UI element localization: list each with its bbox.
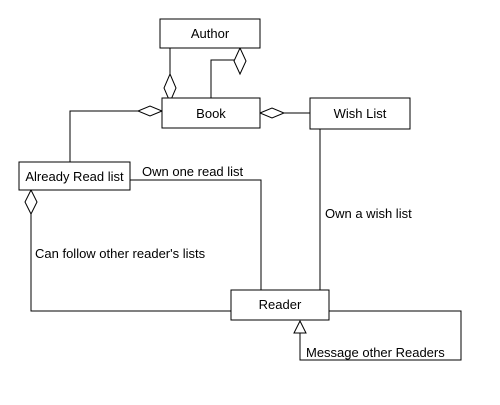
author-book-aggregation <box>163 46 247 104</box>
reader-follow-connector <box>30 190 231 312</box>
class-reader-label: Reader <box>259 297 302 312</box>
class-already-read-list[interactable]: Already Read list <box>18 161 131 191</box>
label-own-wish-list: Own a wish list <box>325 206 412 221</box>
class-author-label: Author <box>191 26 230 41</box>
class-author[interactable]: Author <box>159 18 261 49</box>
class-book-label: Book <box>196 106 226 121</box>
reader-follow-lists-aggregation <box>24 188 231 312</box>
class-wish-list-label: Wish List <box>334 106 387 121</box>
aggregation-diamond-icon <box>24 188 38 216</box>
class-already-read-list-label: Already Read list <box>25 169 124 184</box>
class-reader[interactable]: Reader <box>230 289 330 321</box>
arrowhead-triangle-icon <box>293 319 307 334</box>
book-readlist-aggregation <box>69 105 164 162</box>
label-follow-lists: Can follow other reader's lists <box>35 246 206 261</box>
author-book-connector-right <box>210 48 241 102</box>
class-book[interactable]: Book <box>161 97 261 129</box>
aggregation-diamond-icon <box>233 46 247 76</box>
label-message-readers: Message other Readers <box>306 345 445 360</box>
aggregation-diamond-icon <box>136 105 164 117</box>
aggregation-diamond-icon <box>258 107 286 119</box>
label-own-read-list: Own one read list <box>142 164 244 179</box>
book-readlist-connector <box>69 110 162 162</box>
reader-self-connector <box>299 310 462 361</box>
reader-self-association <box>293 310 462 361</box>
class-wish-list[interactable]: Wish List <box>309 97 411 130</box>
reader-readlist-ownership-line <box>130 179 262 290</box>
book-wishlist-aggregation <box>258 107 310 119</box>
